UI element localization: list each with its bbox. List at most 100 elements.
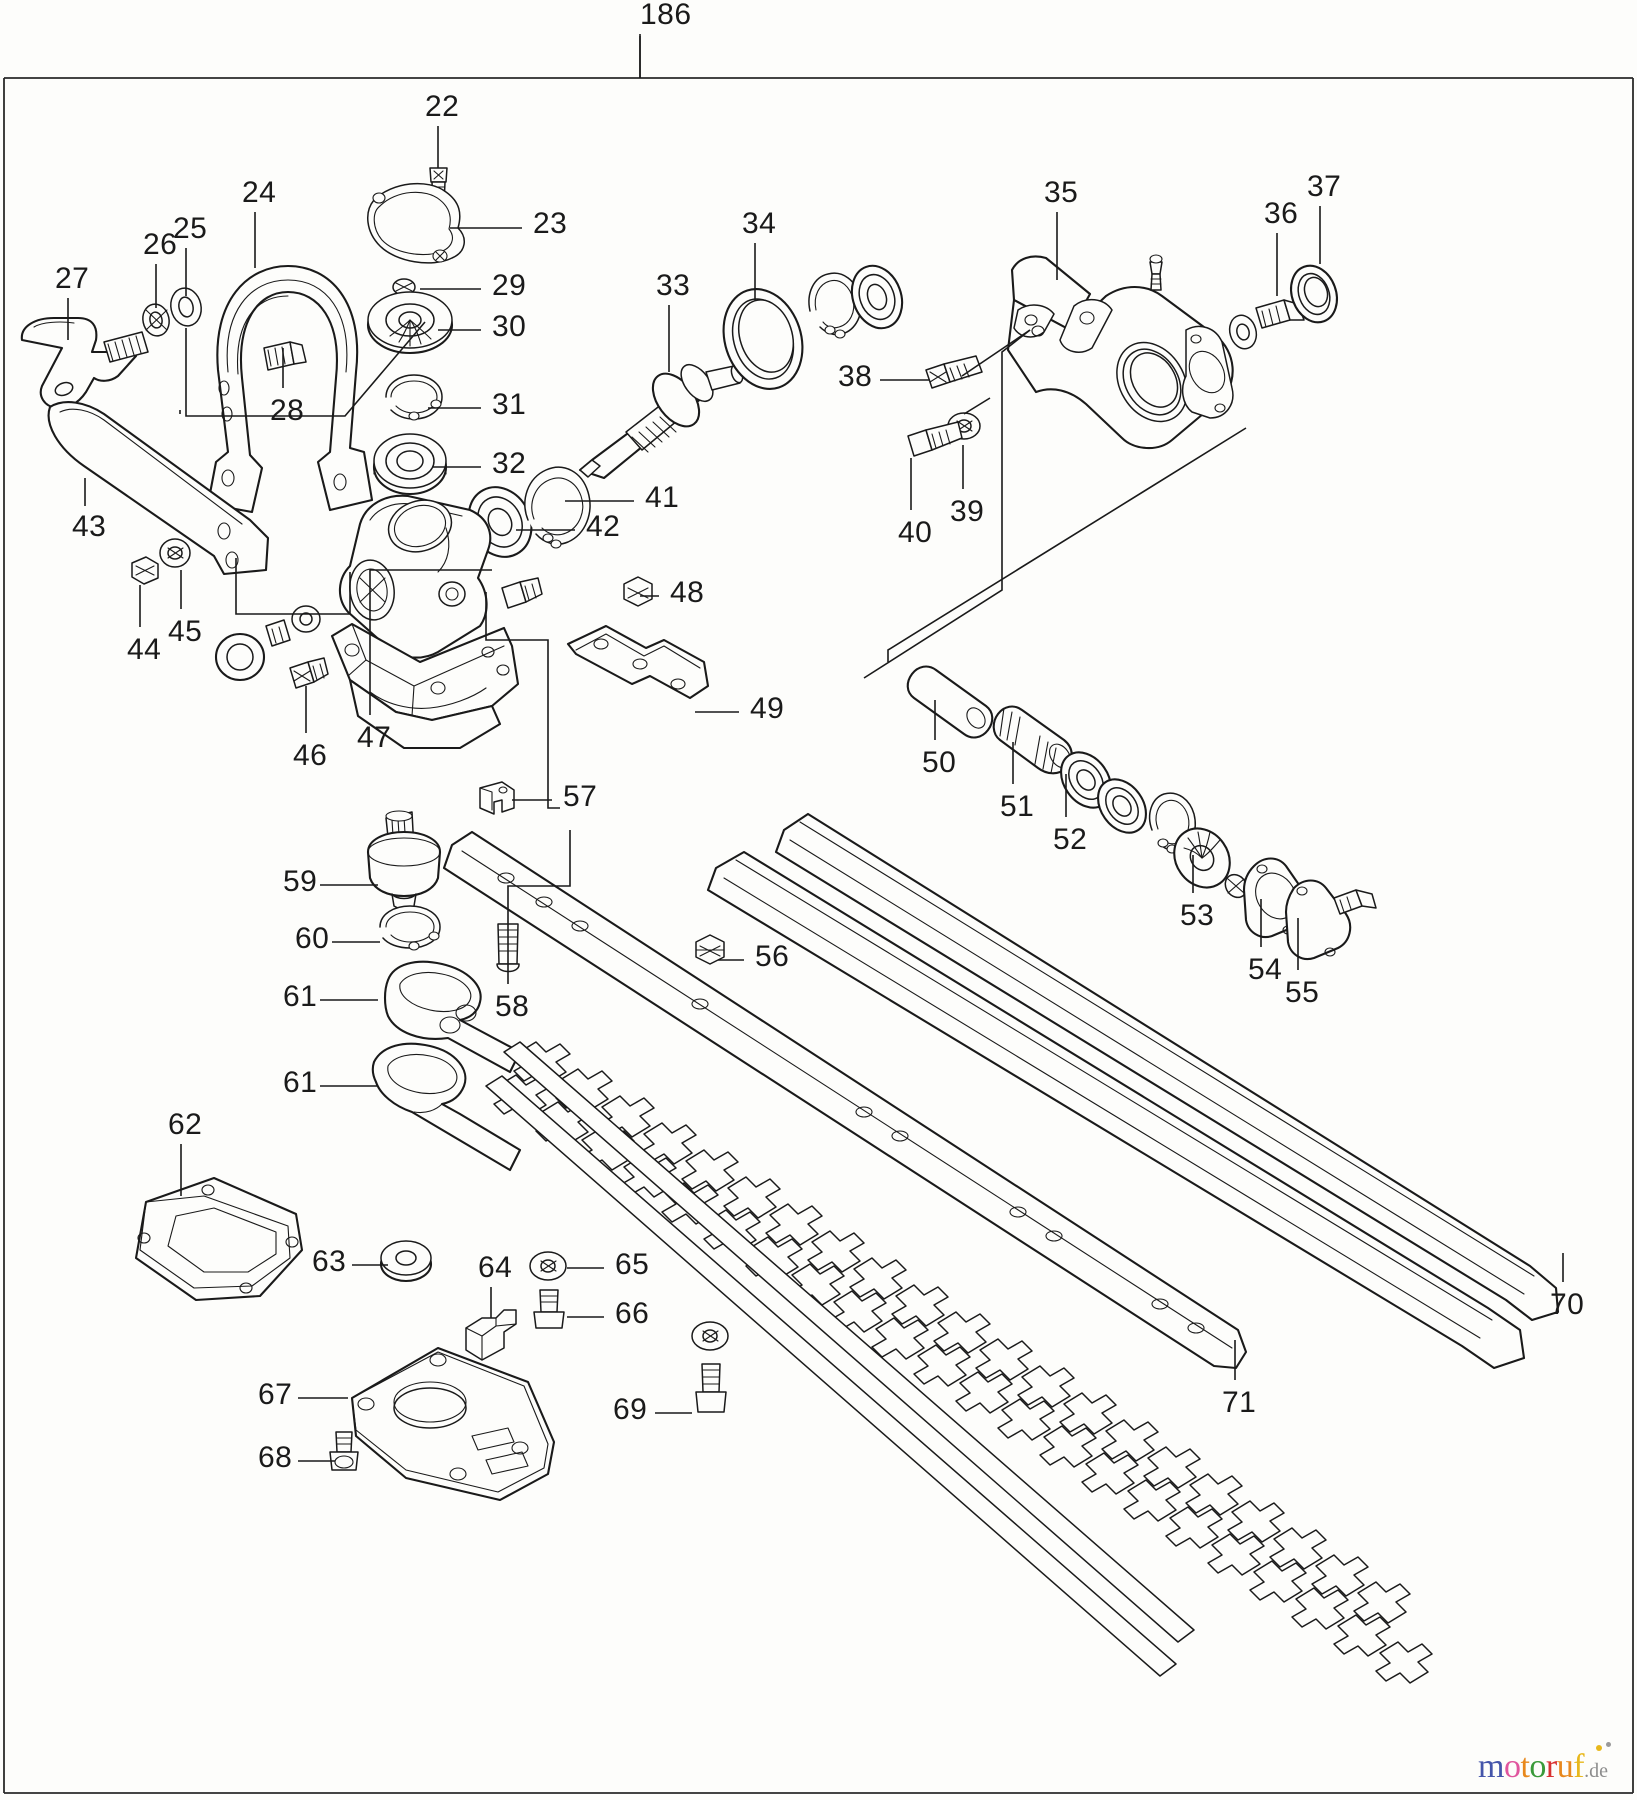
- part-27-knob: [20, 316, 149, 410]
- washer-large-ring: [214, 632, 266, 682]
- callout-number-25: 25: [173, 212, 208, 245]
- logo-letter-m-0: m: [1478, 1748, 1504, 1785]
- part-bearing-small-right: [850, 264, 904, 330]
- callout-number-24: 24: [242, 176, 277, 209]
- callout-number-46: 46: [293, 739, 328, 772]
- callout-number-70: 70: [1550, 1288, 1585, 1321]
- logo-letter-t-2: t: [1520, 1748, 1530, 1785]
- callout-number-69: 69: [613, 1393, 648, 1426]
- callout-number-42: 42: [586, 510, 621, 543]
- callout-number-34: 34: [742, 207, 777, 240]
- callout-number-65: 65: [615, 1248, 650, 1281]
- callout-number-58: 58: [495, 990, 530, 1023]
- part-46-bolt: [289, 657, 329, 689]
- part-65-washer: [529, 1251, 567, 1281]
- part-44-nut: [131, 556, 159, 585]
- part-23-gasket: [367, 182, 465, 264]
- callout-number-28: 28: [270, 394, 305, 427]
- part-59-drive-boss: [366, 810, 442, 910]
- part-69-washer: [691, 1321, 729, 1351]
- callout-number-44: 44: [127, 633, 162, 666]
- part-34-oil-seal: [722, 288, 804, 390]
- callout-number-30: 30: [492, 310, 527, 343]
- callout-number-54: 54: [1248, 953, 1283, 986]
- part-63-spacer: [379, 1240, 433, 1283]
- callout-number-26: 26: [143, 228, 178, 261]
- logo-letter-o-1: o: [1503, 1748, 1521, 1785]
- part-66-screw: [533, 1289, 565, 1329]
- callout-number-61: 61: [283, 980, 318, 1013]
- callout-number-51: 51: [1000, 790, 1035, 823]
- part-36-washer-bolt: [1228, 299, 1305, 350]
- callout-number-52: 52: [1053, 823, 1088, 856]
- part-25-washer: [170, 287, 202, 327]
- logo-letter-r-4: r: [1545, 1748, 1557, 1785]
- part-55-cover-plate: [1284, 879, 1352, 961]
- part-31-circlip: [385, 374, 443, 421]
- part-70-blade-cover: [706, 812, 1560, 1370]
- part-45-washer: [159, 538, 191, 568]
- part-53-impeller: [1173, 827, 1231, 889]
- bolt-washer-left: [265, 605, 321, 647]
- logo-dot-1: [1596, 1745, 1602, 1751]
- part-28-bolt: [263, 341, 307, 371]
- part-52-bearing-b: [1097, 778, 1147, 834]
- part-71-guide-bar: [442, 830, 1248, 1370]
- part-24-handle-bracket: [206, 264, 374, 514]
- callout-number-47: 47: [357, 721, 392, 754]
- callout-number-35: 35: [1044, 176, 1079, 209]
- part-38-screw: [925, 355, 983, 389]
- callout-number-61: 61: [283, 1066, 318, 1099]
- logo-letter-u-5: u: [1556, 1748, 1574, 1785]
- callout-number-29: 29: [492, 269, 527, 302]
- callout-number-40: 40: [898, 516, 933, 549]
- callout-number-38: 38: [838, 360, 873, 393]
- callout-number-22: 22: [425, 90, 460, 123]
- callout-number-67: 67: [258, 1378, 293, 1411]
- logo-dot-2: [1606, 1742, 1611, 1747]
- part-56-lock-nut: [695, 934, 725, 965]
- callout-number-27: 27: [55, 262, 90, 295]
- part-49-bracket: [566, 624, 710, 700]
- callout-number-43: 43: [72, 510, 107, 543]
- part-32-ball-bearing: [372, 433, 448, 496]
- part-61-link-a: [383, 960, 522, 1074]
- part-30-impeller: [366, 291, 454, 355]
- part-29-nut: [392, 278, 416, 296]
- callout-number-48: 48: [670, 576, 705, 609]
- callout-number-57: 57: [563, 780, 598, 813]
- callout-number-39: 39: [950, 495, 985, 528]
- part-48-nut: [623, 576, 653, 607]
- part-69-screw: [695, 1363, 727, 1413]
- nut-small-53: [1224, 873, 1248, 899]
- callout-number-50: 50: [922, 746, 957, 779]
- callout-number-55: 55: [1285, 976, 1320, 1009]
- callout-number-53: 53: [1180, 899, 1215, 932]
- part-62-gasket-plate: [134, 1176, 304, 1302]
- logo-letter-o-3: o: [1529, 1748, 1546, 1785]
- part-41-snap-ring: [524, 466, 591, 549]
- logo-suffix: .de: [1584, 1760, 1608, 1782]
- callout-number-186: 186: [640, 0, 692, 31]
- callout-number-37: 37: [1307, 170, 1342, 203]
- callout-number-71: 71: [1222, 1386, 1257, 1419]
- callout-number-41: 41: [645, 481, 680, 514]
- callout-number-36: 36: [1264, 197, 1299, 230]
- callout-number-63: 63: [312, 1245, 347, 1278]
- frame-border: [3, 77, 1634, 1794]
- bolt-right-housing: [501, 577, 543, 609]
- callout-number-32: 32: [492, 447, 527, 480]
- part-60-clip-ring: [379, 905, 441, 951]
- part-33-shaft-gear: [578, 363, 744, 480]
- callout-number-60: 60: [295, 922, 330, 955]
- part-37-seal: [1290, 264, 1338, 324]
- callout-number-66: 66: [615, 1297, 650, 1330]
- part-61-link-b: [371, 1042, 522, 1172]
- part-35-gear-case: [1006, 254, 1234, 450]
- part-67-bottom-plate: [350, 1346, 556, 1502]
- callout-number-59: 59: [283, 865, 318, 898]
- callout-number-23: 23: [533, 207, 568, 240]
- part-57-clip: [479, 781, 515, 815]
- callout-number-64: 64: [478, 1251, 513, 1284]
